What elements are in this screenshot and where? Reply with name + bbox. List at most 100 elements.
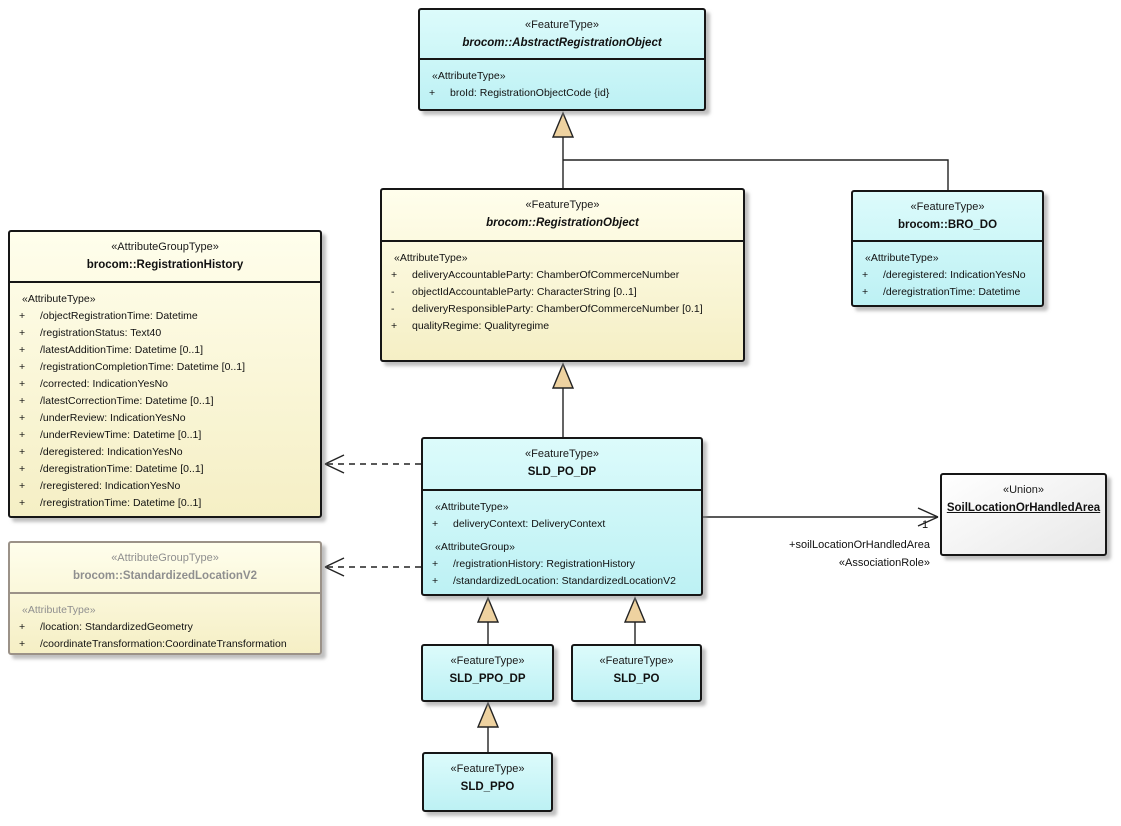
visibility-marker: +	[432, 575, 439, 587]
attribute-row: + /registrationStatus: Text40	[10, 325, 320, 342]
stereotype-label: «FeatureType»	[450, 655, 525, 667]
generalization-edge-sld-ppo-dp	[476, 596, 500, 644]
visibility-marker: +	[19, 446, 26, 458]
attribute-text: /coordinateTransformation:CoordinateTran…	[40, 638, 287, 650]
visibility-marker: +	[19, 638, 26, 650]
visibility-marker: +	[19, 497, 26, 509]
attribute-text: /latestAdditionTime: Datetime [0..1]	[40, 344, 204, 356]
class-sld-ppo-dp[interactable]: «FeatureType» SLD_PPO_DP	[421, 644, 554, 702]
class-brocom-bro-do[interactable]: «FeatureType» brocom::BRO_DO «AttributeT…	[851, 190, 1044, 307]
visibility-marker: +	[432, 518, 439, 530]
visibility-marker: +	[432, 558, 439, 570]
attribute-type-heading: «AttributeType»	[865, 252, 939, 264]
visibility-marker: +	[19, 361, 26, 373]
visibility-marker: +	[19, 310, 26, 322]
dependency-edge-registration-history	[324, 454, 421, 474]
class-header: «FeatureType» brocom::RegistrationObject	[382, 190, 743, 242]
visibility-marker: +	[862, 269, 869, 281]
attributes-compartment: «AttributeType» + /deregistered: Indicati…	[853, 242, 1042, 301]
class-sld-ppo[interactable]: «FeatureType» SLD_PPO	[422, 752, 553, 812]
class-brocom-registration-object[interactable]: «FeatureType» brocom::RegistrationObject…	[380, 188, 745, 362]
attributes-compartment: «AttributeType» +/location: Standardized…	[10, 594, 320, 653]
class-soil-location-or-handled-area[interactable]: «Union» SoilLocationOrHandledArea	[940, 473, 1107, 556]
association-multiplicity-label: 1	[922, 519, 929, 531]
class-name: SLD_PO_DP	[527, 466, 597, 478]
attribute-row: +deliveryContext: DeliveryContext	[423, 516, 701, 533]
attribute-text: /corrected: IndicationYesNo	[40, 378, 169, 390]
attribute-text: /deregistered: IndicationYesNo	[40, 446, 183, 458]
attribute-row: + /registrationHistory: RegistrationHisto…	[423, 556, 701, 573]
attribute-row: +/standardizedLocation: StandardizedLoca…	[423, 573, 701, 590]
visibility-marker: +	[19, 344, 26, 356]
class-name: brocom::AbstractRegistrationObject	[462, 37, 662, 49]
class-sld-po-dp[interactable]: «FeatureType» SLD_PO_DP «AttributeType» …	[421, 437, 703, 596]
attribute-text: /registrationHistory: RegistrationHistor…	[453, 558, 636, 570]
visibility-marker: +	[862, 286, 869, 298]
attribute-row: + /coordinateTransformation:CoordinateTra…	[10, 636, 320, 653]
visibility-marker: +	[19, 412, 26, 424]
stereotype-label: «FeatureType»	[599, 655, 674, 667]
attributes-compartment: «AttributeType» +/objectRegistrationTime…	[10, 283, 320, 512]
class-header: «AttributeGroupType» brocom::Standardize…	[10, 543, 320, 594]
class-name: brocom::RegistrationHistory	[86, 259, 244, 271]
stereotype-label: «Union»	[1003, 484, 1044, 496]
class-header: «FeatureType» SLD_PO	[573, 646, 700, 700]
visibility-marker: +	[19, 395, 26, 407]
attribute-row: +qualityRegime: Qualityregime	[382, 318, 743, 335]
attribute-row: +/underReview: IndicationYesNo	[10, 410, 320, 427]
attribute-row: +/deregistrationTime: Datetime	[853, 284, 1042, 301]
attributes-compartment: «AttributeType» +broId: RegistrationObje…	[420, 60, 704, 102]
attribute-text: /latestCorrectionTime: Datetime [0..1]	[40, 395, 214, 407]
visibility-marker: +	[19, 327, 26, 339]
class-header: «FeatureType» SLD_PPO	[424, 754, 551, 810]
generalization-edge-sld-po	[623, 596, 647, 644]
class-header: «FeatureType» brocom::BRO_DO	[853, 192, 1042, 242]
attribute-row: +/corrected: IndicationYesNo	[10, 376, 320, 393]
attribute-text: /registrationCompletionTime: Datetime [0…	[40, 361, 246, 373]
class-header: «FeatureType» SLD_PO_DP	[423, 439, 701, 491]
class-sld-po[interactable]: «FeatureType» SLD_PO	[571, 644, 702, 702]
stereotype-label: «FeatureType»	[525, 199, 600, 211]
generalization-edge-sld-po-dp	[551, 362, 575, 437]
class-brocom-abstract-registration-object[interactable]: «FeatureType» brocom::AbstractRegistrati…	[418, 8, 706, 111]
class-name: SoilLocationOrHandledArea	[946, 502, 1101, 514]
attribute-row: + /latestAdditionTime: Datetime [0..1]	[10, 342, 320, 359]
class-name: brocom::RegistrationObject	[486, 217, 639, 229]
generalization-edge-to-abstract-registration-object	[551, 111, 949, 190]
attribute-type-heading: «AttributeType»	[435, 501, 509, 513]
stereotype-label: «FeatureType»	[910, 201, 985, 213]
class-header: «AttributeGroupType» brocom::Registratio…	[10, 232, 320, 283]
generalization-edge-sld-ppo	[476, 701, 500, 752]
visibility-marker: +	[391, 269, 398, 281]
attributes-compartment: «AttributeType» +deliveryContext: Delive…	[423, 491, 701, 590]
class-name: SLD_PPO	[460, 781, 515, 793]
dependency-edge-standardized-location	[324, 557, 421, 577]
attribute-text: deliveryAccountableParty: ChamberOfComme…	[412, 269, 680, 281]
attribute-text: /objectRegistrationTime: Datetime	[40, 310, 198, 322]
stereotype-label: «FeatureType»	[525, 19, 599, 31]
class-name: brocom::StandardizedLocationV2	[72, 570, 258, 582]
association-stereotype-label: «AssociationRole»	[838, 557, 930, 569]
visibility-marker: -	[391, 286, 395, 298]
attribute-text: /deregistrationTime: Datetime [0..1]	[40, 463, 204, 475]
attribute-text: /deregistered: IndicationYesNo	[883, 269, 1026, 281]
class-brocom-standardized-location-v2[interactable]: «AttributeGroupType» brocom::Standardize…	[8, 541, 322, 655]
class-brocom-registration-history[interactable]: «AttributeGroupType» brocom::Registratio…	[8, 230, 322, 518]
visibility-marker: +	[19, 463, 26, 475]
visibility-marker: +	[391, 320, 398, 332]
class-header: «FeatureType» brocom::AbstractRegistrati…	[420, 10, 704, 60]
attribute-text: /underReviewTime: Datetime [0..1]	[40, 429, 202, 441]
attribute-row: +broId: RegistrationObjectCode {id}	[420, 85, 704, 102]
attribute-type-heading: «AttributeType»	[432, 70, 506, 82]
attribute-text: /reregistered: IndicationYesNo	[40, 480, 181, 492]
class-header: «Union» SoilLocationOrHandledArea	[942, 475, 1105, 554]
visibility-marker: +	[19, 621, 26, 633]
attribute-type-heading: «AttributeType»	[22, 604, 96, 616]
class-name: brocom::BRO_DO	[897, 219, 998, 231]
attribute-text: /registrationStatus: Text40	[40, 327, 162, 339]
association-role-label: +soilLocationOrHandledArea	[789, 539, 930, 551]
attribute-text: /reregistrationTime: Datetime [0..1]	[40, 497, 202, 509]
attribute-row: +/reregistered: IndicationYesNo	[10, 478, 320, 495]
